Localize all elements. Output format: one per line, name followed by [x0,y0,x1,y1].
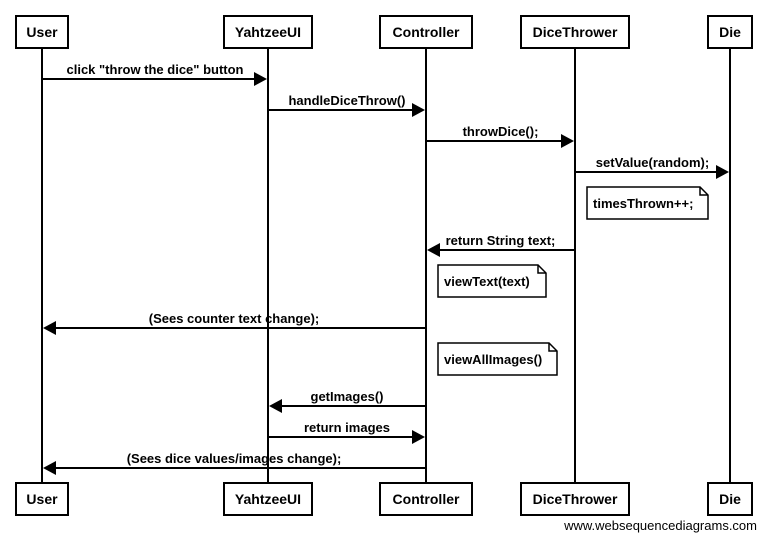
participant-label: Die [719,491,741,507]
note-fold-icon [537,265,546,274]
note-label: viewText(text) [444,274,530,289]
participant-label: Controller [393,24,460,40]
arrowhead-icon [427,243,440,257]
participant-controller-top: Controller [379,15,473,49]
arrowhead-icon [43,461,56,475]
note-3: viewAllImages() [437,342,558,376]
participant-label: YahtzeeUI [235,24,301,40]
message-label: return String text; [446,233,556,248]
participant-user-bottom: User [15,482,69,516]
participant-label: Controller [393,491,460,507]
message-4: setValue(random); [575,155,729,179]
watermark-text: www.websequencediagrams.com [564,518,757,533]
note-label: viewAllImages() [444,352,542,367]
message-9: (Sees dice values/images change); [43,451,426,475]
arrowhead-icon [716,165,729,179]
arrowhead-icon [412,430,425,444]
arrowhead-icon [269,399,282,413]
message-label: throwDice(); [463,124,539,139]
participant-controller-bottom: Controller [379,482,473,516]
message-6: (Sees counter text change); [43,311,426,335]
participant-label: Die [719,24,741,40]
participant-ui-bottom: YahtzeeUI [223,482,313,516]
participant-label: User [26,24,58,40]
participant-user-top: User [15,15,69,49]
participant-thrower-bottom: DiceThrower [520,482,630,516]
note-2: viewText(text) [437,264,547,298]
participant-ui-top: YahtzeeUI [223,15,313,49]
participant-label: User [26,491,58,507]
arrowhead-icon [43,321,56,335]
note-fold-icon [548,343,557,352]
participant-die-bottom: Die [707,482,753,516]
participant-die-top: Die [707,15,753,49]
participant-thrower-top: DiceThrower [520,15,630,49]
message-label: (Sees dice values/images change); [127,451,342,466]
message-label: getImages() [311,389,384,404]
message-5: return String text; [427,233,575,257]
note-label: timesThrown++; [593,196,693,211]
message-2: handleDiceThrow() [268,93,425,117]
arrowhead-icon [254,72,267,86]
message-label: (Sees counter text change); [149,311,320,326]
participant-label: YahtzeeUI [235,491,301,507]
message-label: handleDiceThrow() [288,93,405,108]
message-3: throwDice(); [426,124,574,148]
note-1: timesThrown++; [586,186,709,220]
message-label: click "throw the dice" button [66,62,243,77]
message-7: getImages() [269,389,426,413]
message-8: return images [268,420,425,444]
note-fold-icon [699,187,708,196]
participant-label: DiceThrower [533,24,618,40]
message-label: setValue(random); [596,155,709,170]
arrowhead-icon [412,103,425,117]
message-label: return images [304,420,390,435]
participant-label: DiceThrower [533,491,618,507]
arrowhead-icon [561,134,574,148]
message-1: click "throw the dice" button [42,62,267,86]
